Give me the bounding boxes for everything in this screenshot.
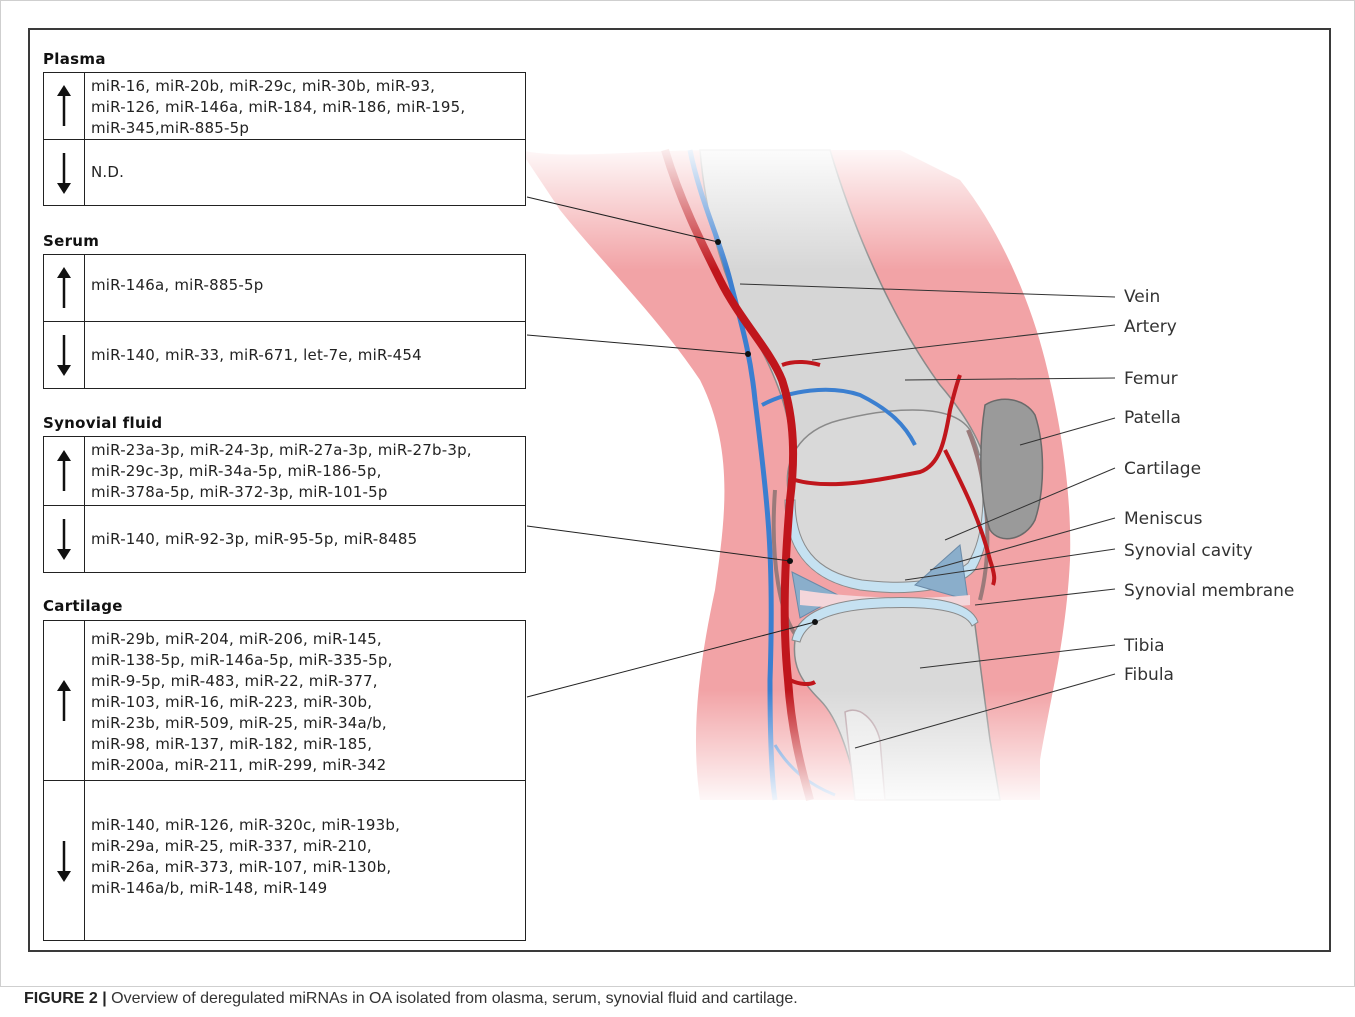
caption-label: FIGURE 2 | <box>24 990 107 1007</box>
caption-text: Overview of deregulated miRNAs in OA iso… <box>107 990 798 1007</box>
arrow-down-icon <box>56 333 72 377</box>
label-vein: Vein <box>1124 287 1160 307</box>
plasma-down-row: N.D. <box>44 140 525 205</box>
arrow-up-icon <box>56 266 72 310</box>
label-cartilage: Cartilage <box>1124 459 1201 479</box>
label-patella: Patella <box>1124 408 1181 428</box>
figure-caption: FIGURE 2 | Overview of deregulated miRNA… <box>24 990 798 1008</box>
arrow-up-icon <box>56 449 72 493</box>
label-meniscus: Meniscus <box>1124 509 1203 529</box>
arrow-up-icon <box>56 679 72 723</box>
serum-down-mirnas: miR-140, miR-33, miR-671, let-7e, miR-45… <box>91 322 519 388</box>
arrow-down-icon <box>56 151 72 195</box>
label-artery: Artery <box>1124 317 1177 337</box>
arrow-down-icon <box>56 517 72 561</box>
label-femur: Femur <box>1124 369 1178 389</box>
serum-table: miR-146a, miR-885-5p miR-140, miR-33, mi… <box>43 254 526 389</box>
cartilage-up-row: miR-29b, miR-204, miR-206, miR-145, miR-… <box>44 621 525 781</box>
plasma-up-row: miR-16, miR-20b, miR-29c, miR-30b, miR-9… <box>44 73 525 140</box>
cartilage-table: miR-29b, miR-204, miR-206, miR-145, miR-… <box>43 620 526 941</box>
label-tibia: Tibia <box>1123 636 1165 656</box>
synovial-up-row: miR-23a-3p, miR-24-3p, miR-27a-3p, miR-2… <box>44 437 525 506</box>
label-synovial-membrane: Synovial membrane <box>1124 581 1294 601</box>
synovial-up-mirnas: miR-23a-3p, miR-24-3p, miR-27a-3p, miR-2… <box>91 437 519 505</box>
synovial-down-mirnas: miR-140, miR-92-3p, miR-95-5p, miR-8485 <box>91 506 519 572</box>
synovial-down-row: miR-140, miR-92-3p, miR-95-5p, miR-8485 <box>44 506 525 572</box>
synovial-fluid-title: Synovial fluid <box>43 414 162 432</box>
cartilage-down-mirnas: miR-140, miR-126, miR-320c, miR-193b, mi… <box>91 781 519 940</box>
serum-down-row: miR-140, miR-33, miR-671, let-7e, miR-45… <box>44 322 525 388</box>
plasma-down-mirnas: N.D. <box>91 140 519 205</box>
serum-up-mirnas: miR-146a, miR-885-5p <box>91 255 519 321</box>
arrow-down-icon <box>56 839 72 883</box>
cartilage-down-row: miR-140, miR-126, miR-320c, miR-193b, mi… <box>44 781 525 940</box>
label-fibula: Fibula <box>1124 665 1174 685</box>
serum-up-row: miR-146a, miR-885-5p <box>44 255 525 322</box>
patella <box>981 399 1043 538</box>
serum-title: Serum <box>43 232 99 250</box>
plasma-up-mirnas: miR-16, miR-20b, miR-29c, miR-30b, miR-9… <box>91 73 519 139</box>
synovial-fluid-table: miR-23a-3p, miR-24-3p, miR-27a-3p, miR-2… <box>43 436 526 573</box>
arrow-up-icon <box>56 84 72 128</box>
cartilage-up-mirnas: miR-29b, miR-204, miR-206, miR-145, miR-… <box>91 621 519 780</box>
label-synovial-cavity: Synovial cavity <box>1124 541 1253 561</box>
plasma-table: miR-16, miR-20b, miR-29c, miR-30b, miR-9… <box>43 72 526 206</box>
cartilage-title: Cartilage <box>43 597 123 615</box>
plasma-title: Plasma <box>43 50 106 68</box>
